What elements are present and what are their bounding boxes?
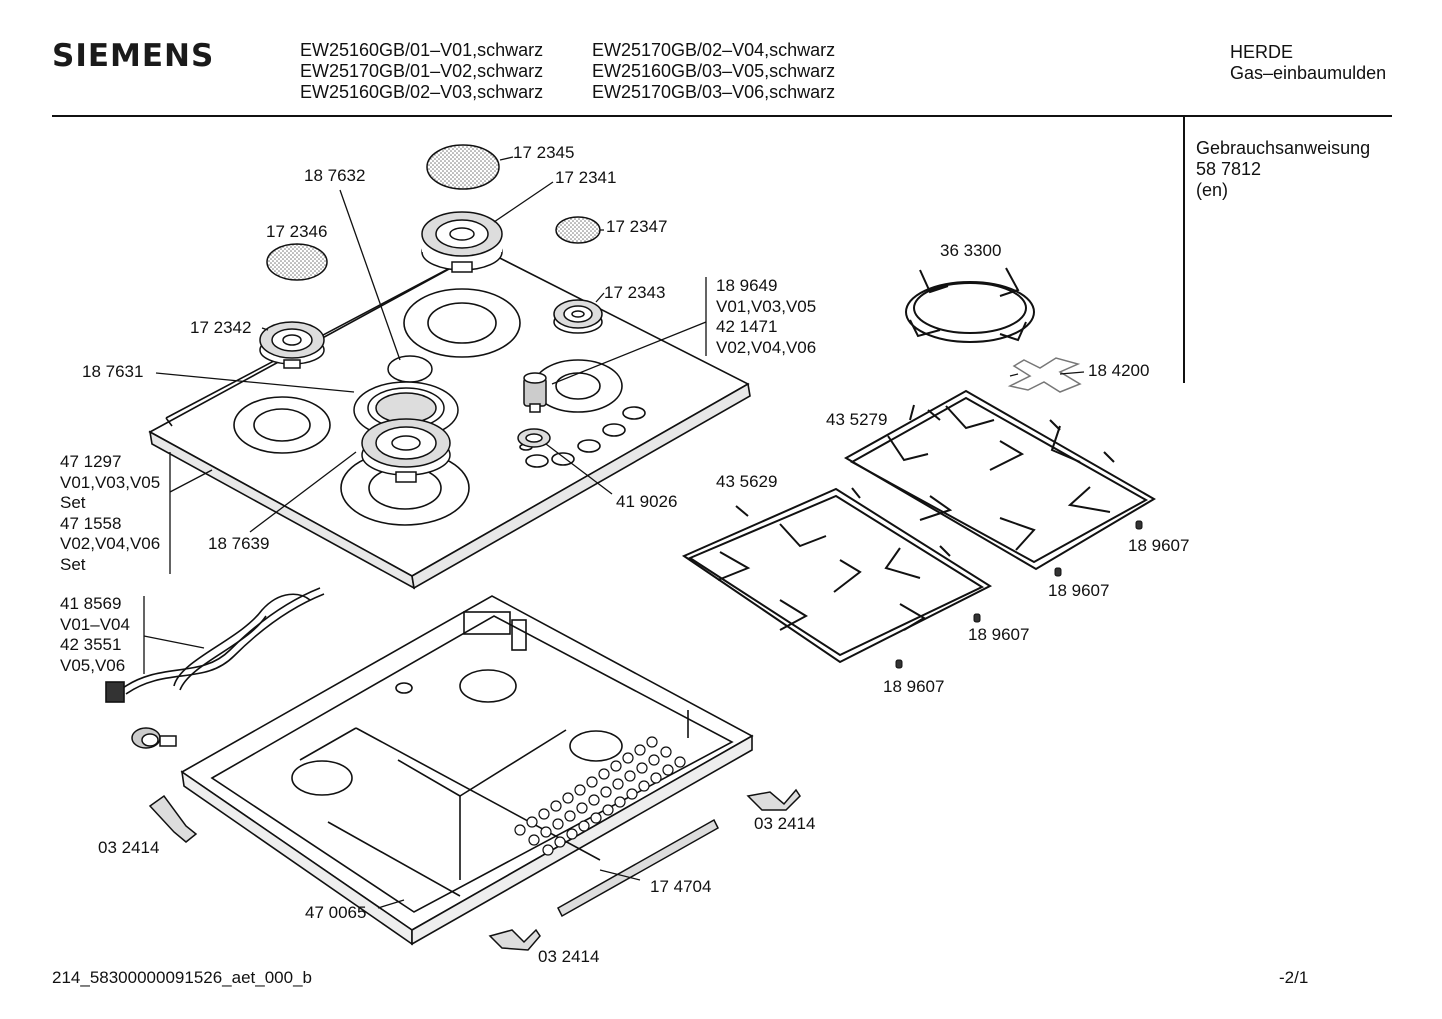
part-label-line: 47 1297 — [60, 452, 122, 471]
burner-medium — [259, 321, 325, 369]
burner-cap-large — [426, 144, 500, 190]
manual-title: Gebrauchsanweisung — [1196, 138, 1371, 158]
part-label: 18 7632 — [304, 166, 366, 185]
leader-lines — [143, 156, 1085, 909]
part-label-line: V01,V03,V05 — [60, 472, 161, 492]
part-label: 03 2414 — [98, 838, 160, 857]
pan-support-right — [843, 389, 1156, 571]
part-label-line: Set — [60, 493, 86, 512]
part-label: 17 2343 — [604, 283, 666, 302]
part-label-line: Set — [60, 554, 86, 574]
model-list-right: EW25170GB/02–V04,schwarz EW25160GB/03–V0… — [592, 40, 835, 103]
part-label: 17 2345 — [513, 143, 575, 162]
model-entry: EW25170GB/03–V06,schwarz — [592, 82, 836, 102]
drawing-id: 214_58300000091526_aet_000_b — [52, 968, 312, 987]
model-entry: EW25170GB/02–V04,schwarz — [592, 40, 836, 60]
part-label-line: 42 3551 — [60, 635, 122, 654]
valve-part-label: 18 9649 V01,V03,V05 42 1471 V02,V04,V06 — [716, 276, 816, 358]
model-entry: EW25170GB/01–V02,schwarz — [300, 61, 544, 81]
part-label-line: V02,V04,V06 — [716, 337, 817, 357]
manual-language: (en) — [1196, 180, 1229, 200]
part-label: 17 2342 — [190, 318, 252, 337]
part-label: 18 4200 — [1088, 361, 1150, 380]
part-label-line: V02,V04,V06 — [60, 534, 161, 553]
model-entry: EW25160GB/01–V01,schwarz — [300, 40, 544, 60]
gas-valve — [523, 372, 547, 413]
part-label: 43 5629 — [716, 472, 778, 491]
manual-number: 58 7812 — [1196, 159, 1262, 179]
part-label-line: V01,V03,V05 — [716, 296, 817, 316]
part-label: 17 2341 — [555, 168, 617, 187]
part-label: 18 9607 — [1048, 581, 1110, 600]
part-label: 17 2347 — [606, 217, 668, 236]
part-label: 18 9607 — [968, 625, 1030, 644]
ignition-knob-part — [131, 727, 177, 749]
model-entry: EW25160GB/02–V03,schwarz — [300, 82, 544, 102]
sealing-strip — [557, 818, 719, 918]
part-label-line: 42 1471 — [716, 317, 778, 336]
pan-support-left — [681, 487, 993, 664]
part-label: 17 2346 — [266, 222, 328, 241]
product-category: HERDE Gas–einbaumulden — [1230, 42, 1386, 84]
part-label-line: 47 1558 — [60, 513, 122, 533]
manual-reference: Gebrauchsanweisung 58 7812 (en) — [1196, 138, 1370, 201]
part-label: 36 3300 — [940, 241, 1002, 260]
brand-logo: SIEMENS — [52, 38, 215, 74]
part-label: 17 4704 — [650, 877, 712, 896]
part-label: 18 7631 — [82, 362, 144, 381]
part-label: 18 9607 — [1128, 536, 1190, 555]
burner-large — [421, 211, 503, 273]
part-label: 03 2414 — [538, 947, 600, 966]
page-number: -2/1 — [1279, 968, 1309, 987]
part-label-line: 18 9649 — [716, 276, 778, 295]
part-label: 47 0065 — [305, 903, 367, 922]
part-label: 41 9026 — [616, 492, 678, 511]
model-list-left: EW25160GB/01–V01,schwarz EW25170GB/01–V0… — [300, 40, 543, 103]
model-entry: EW25160GB/03–V05,schwarz — [592, 61, 836, 81]
fixing-clips — [148, 788, 801, 951]
part-label-line: V05,V06 — [60, 655, 126, 675]
category-line: Gas–einbaumulden — [1230, 63, 1387, 83]
part-label: 43 5279 — [826, 410, 888, 429]
part-label-line: 41 8569 — [60, 594, 122, 613]
wok-ring — [905, 267, 1035, 343]
cable-part-label: 41 8569 V01–V04 42 3551 V05,V06 — [60, 594, 130, 676]
simmer-plate-cross — [1007, 357, 1082, 393]
category-line: HERDE — [1230, 42, 1294, 62]
part-label: 18 9607 — [883, 677, 945, 696]
burner-small — [553, 299, 603, 334]
mains-cable — [105, 587, 325, 703]
control-knob-ring — [517, 428, 551, 448]
base-tray — [180, 595, 754, 946]
rubber-feet — [895, 520, 1143, 669]
part-label: 03 2414 — [754, 814, 816, 833]
seal-set-part-label: 47 1297 V01,V03,V05 Set 47 1558 V02,V04,… — [60, 452, 160, 575]
part-label: 18 7639 — [208, 534, 270, 553]
part-label-line: V01–V04 — [60, 614, 130, 634]
burner-wok-assembly — [353, 355, 459, 483]
tray-vent-holes — [514, 736, 686, 856]
burner-cap-medium — [266, 243, 328, 281]
burner-cap-small — [555, 216, 601, 244]
